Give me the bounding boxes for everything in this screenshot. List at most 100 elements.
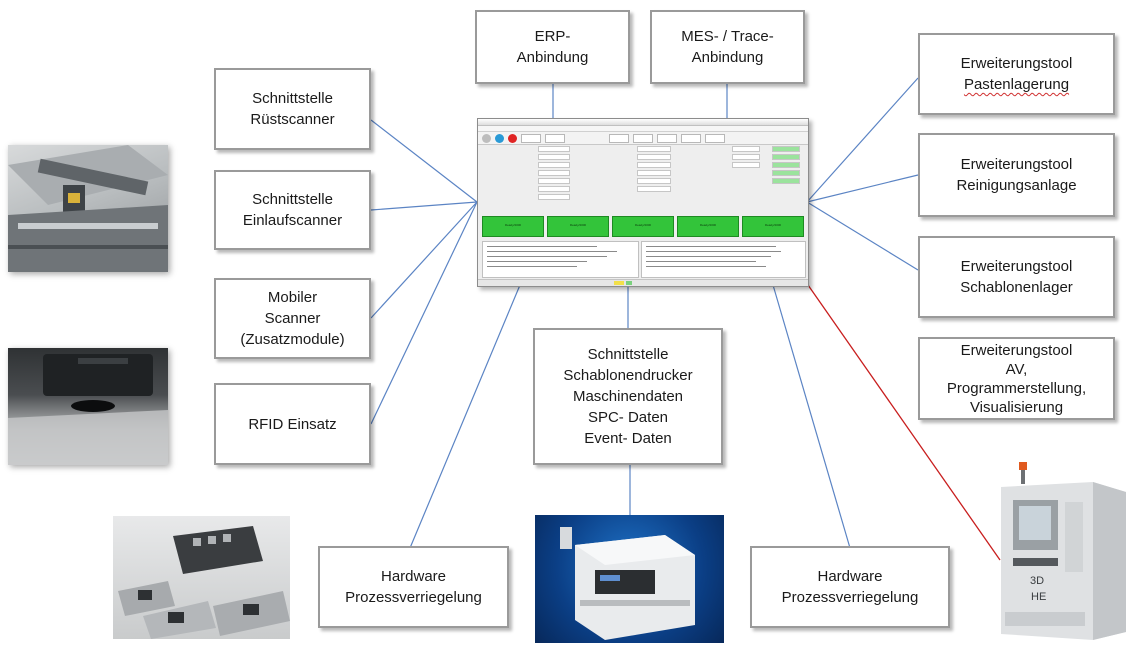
scanner-gantry-photo [8,145,168,272]
box-line: Erweiterungstool [960,341,1073,359]
link-mobiler-scanner [370,201,478,319]
box-line: Reinigungsanlage [956,177,1077,194]
form-field [637,146,671,152]
box-line: Hardware [817,568,883,585]
toolbar-button [657,133,677,143]
box-line: Scanner [264,310,321,327]
form-field [732,162,760,168]
box-line: Anbindung [691,49,764,66]
box-line: Hardware [380,568,447,585]
app-menubar [478,126,808,132]
box-line: Mobiler [267,289,318,306]
form-field [637,186,671,192]
box-line: AV, [1005,360,1028,378]
form-field [538,146,570,152]
link-red-inspection [807,284,1001,561]
machine-status-tile: Ready/4000 [547,216,609,237]
box-line: RFID Einsatz [248,415,337,433]
pastenlagerung-box: Erweiterungstool Pastenlagerung [918,33,1115,115]
log-line [487,266,577,267]
ruestscanner-box: Schnittstelle Rüstscanner [214,68,371,150]
form-field [538,162,570,168]
box-line: Prozessverriegelung [781,589,919,606]
interlock-hardware-photo [113,516,290,639]
machine-status-tile: Ready/4000 [482,216,544,237]
box-line: Prozessverriegelung [345,589,482,606]
machine-status-tile: Ready/4000 [612,216,674,237]
form-field [538,178,570,184]
status-field [772,178,800,184]
toolbar-button [609,133,629,143]
log-line [646,261,756,262]
hardware-prozessverriegelung-right-box: Hardware Prozessverriegelung [750,546,950,628]
central-software-screenshot: Ready/4000 Ready/4000 Ready/4000 Ready/4… [477,118,809,287]
machine-status-tile: Ready/4000 [677,216,739,237]
box-line: Einlaufscanner [242,212,343,229]
mes-trace-anbindung-box: MES- / Trace- Anbindung [650,10,805,84]
erp-anbindung-box: ERP- Anbindung [475,10,630,84]
form-field [637,162,671,168]
box-line: ERP- [534,28,571,45]
log-line [646,266,766,267]
link-schablonenlager [806,201,919,271]
log-line [646,256,771,257]
link-einlaufscanner [370,201,478,211]
status-field [772,154,800,160]
machine-he-label: HE [1031,591,1046,603]
event-log-pane [482,241,639,278]
box-line: Event- Daten [584,430,672,447]
schablonendrucker-box: Schnittstelle Schablonendrucker Maschine… [533,328,723,465]
toolbar-icon [482,133,491,143]
inspection-machine-image: 3D HE [1001,462,1126,640]
log-line [487,251,617,252]
machine-status-text: Ready/4000 [764,223,782,227]
form-field [538,154,570,160]
machine-3d-label: 3D [1030,575,1044,587]
form-field [637,178,671,184]
link-hw-left [409,284,521,549]
machine-status-tile: Ready/4000 [742,216,804,237]
box-line: Schnittstelle [587,346,669,363]
mobiler-scanner-box: Mobiler Scanner (Zusatzmodule) [214,278,371,359]
app-titlebar [478,119,808,126]
form-field [637,170,671,176]
reinigungsanlage-box: Erweiterungstool Reinigungsanlage [918,133,1115,217]
status-field [772,146,800,152]
link-hw-right [772,284,851,549]
machine-status-text: Ready/4000 [699,223,717,227]
stencil-printer-photo [535,515,724,643]
box-line: Visualisierung [969,398,1064,416]
machine-status-text: Ready/4000 [634,223,652,227]
log-line [646,251,781,252]
form-field [538,186,570,192]
status-field [772,170,800,176]
machine-status-text: Ready/4000 [504,223,522,227]
box-line: Schnittstelle [252,191,333,208]
log-line [487,246,597,247]
link-reinigungsanlage [806,174,919,203]
toolbar-button [545,133,565,143]
box-line: Erweiterungstool [960,258,1073,275]
box-line: Schablonenlager [960,279,1073,296]
rfid-einsatz-box: RFID Einsatz [214,383,371,465]
form-field [538,170,570,176]
box-line: MES- / Trace- [681,28,774,45]
rfid-reader-image [8,354,168,465]
form-field [732,146,760,152]
box-line: Rüstscanner [250,111,335,128]
box-line: Pastenlagerung [963,76,1070,93]
box-line: Schablonendrucker [563,367,693,384]
form-field [732,154,760,160]
box-line: (Zusatzmodule) [240,331,345,348]
box-line: Erweiterungstool [960,156,1073,173]
machine-status-text: Ready/4000 [569,223,587,227]
link-rfid [370,201,478,425]
rfid-reader-photo [8,348,168,465]
box-line: Anbindung [516,49,589,66]
form-field [637,154,671,160]
stencil-printer-image [560,527,695,640]
box-line: SPC- Daten [587,409,669,426]
gantry-machine-image [8,145,168,272]
event-log-pane [641,241,806,278]
